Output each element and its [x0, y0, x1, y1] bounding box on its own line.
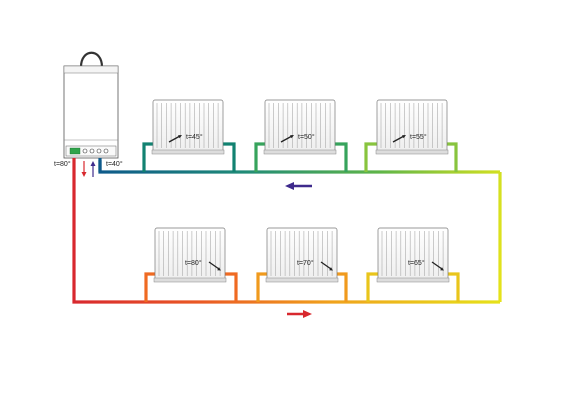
radiator-top-2: t=50°	[263, 99, 337, 155]
boiler-knob-2	[89, 148, 95, 154]
boiler-supply-arrow-icon	[81, 161, 87, 177]
boiler-knob-3	[96, 148, 102, 154]
boiler	[63, 51, 119, 172]
radiator-valve-arrow-icon	[320, 261, 333, 271]
supply-temp-label: t=80°	[54, 160, 71, 168]
boiler-return-arrow-icon	[90, 161, 96, 177]
radiator-valve-arrow-icon	[208, 261, 221, 271]
radiator-valve-arrow-icon	[392, 135, 406, 143]
radiator-bottom-3: t=65°	[376, 227, 450, 283]
radiator-valve-arrow-icon	[280, 135, 294, 143]
radiator-temp-label: t=70°	[297, 259, 314, 267]
radiator-temp-label: t=80°	[185, 259, 202, 267]
boiler-hook	[79, 51, 104, 68]
return-main-pipe	[98, 160, 500, 174]
return-flow-arrow-icon	[285, 182, 312, 190]
radiator-bottom-2: t=70°	[265, 227, 339, 283]
radiator-top-3: t=55°	[375, 99, 449, 155]
return-temp-label: t=40°	[106, 160, 123, 168]
radiator-top-1: t=45°	[151, 99, 225, 155]
boiler-display	[69, 147, 81, 155]
radiator-temp-label: t=65°	[408, 259, 425, 267]
radiator-temp-label: t=50°	[298, 133, 315, 141]
supply-flow-arrow-icon	[287, 310, 312, 318]
radiator-bottom-1: t=80°	[153, 227, 227, 283]
boiler-knob-4	[103, 148, 109, 154]
radiator-valve-arrow-icon	[168, 135, 182, 143]
radiator-temp-label: t=55°	[410, 133, 427, 141]
radiator-valve-arrow-icon	[431, 261, 444, 271]
radiator-temp-label: t=45°	[186, 133, 203, 141]
boiler-body	[63, 65, 119, 159]
supply-riser-pipe	[72, 172, 500, 304]
boiler-knob-1	[82, 148, 88, 154]
